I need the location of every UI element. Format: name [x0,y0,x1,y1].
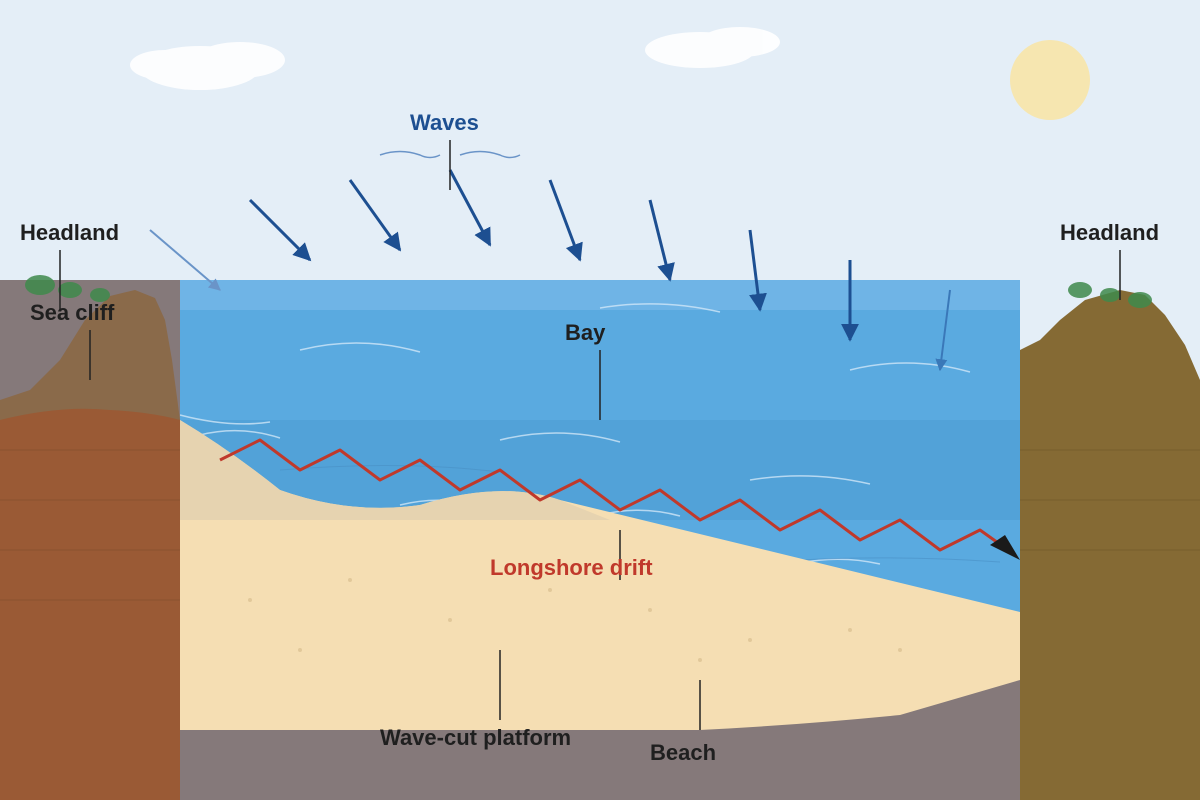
wave-arrow [248,198,312,262]
wave-cut-platform-rock [180,680,1020,800]
right-headland [1020,290,1200,800]
cliff-strata [0,449,180,601]
label-beach: Beach [650,740,717,765]
sand-grains [248,578,902,662]
sea-ripples-faint [279,464,1001,563]
label-waves: Waves [410,110,479,135]
label-sea-cliff: Sea cliff [30,300,115,325]
label-headland-left: Headland [20,220,120,245]
wave-arrow [448,169,492,247]
sea-horizon-band [180,280,1020,310]
wave-arrow [149,229,221,291]
label-headland-right: Headland [1060,220,1160,245]
wave-arrows [149,169,951,372]
wave-arrow [348,179,402,252]
wave-arrow [748,229,767,312]
wave-arrow [935,289,951,372]
wave-arrow [548,179,583,262]
label-bay: Bay [565,320,606,345]
wave-arrow [648,199,675,282]
longshore-drift-path [219,438,1016,557]
beach-sand [180,420,1020,730]
sun [1010,40,1090,120]
wet-sand [180,420,610,520]
label-longshore-drift: Longshore drift [490,555,653,580]
label-wave-cut-platform: Wave-cut platform [380,725,572,750]
cloud-left [130,42,285,90]
leader-lines [59,140,1121,730]
sea-cliff-face [0,408,180,800]
right-vegetation [1068,282,1152,308]
waves-label-squiggles [379,150,521,159]
cloud-right [645,27,780,68]
left-vegetation [25,275,110,302]
longshore-drift-arrowhead [990,535,1020,560]
right-cliff-strata [1020,449,1200,551]
